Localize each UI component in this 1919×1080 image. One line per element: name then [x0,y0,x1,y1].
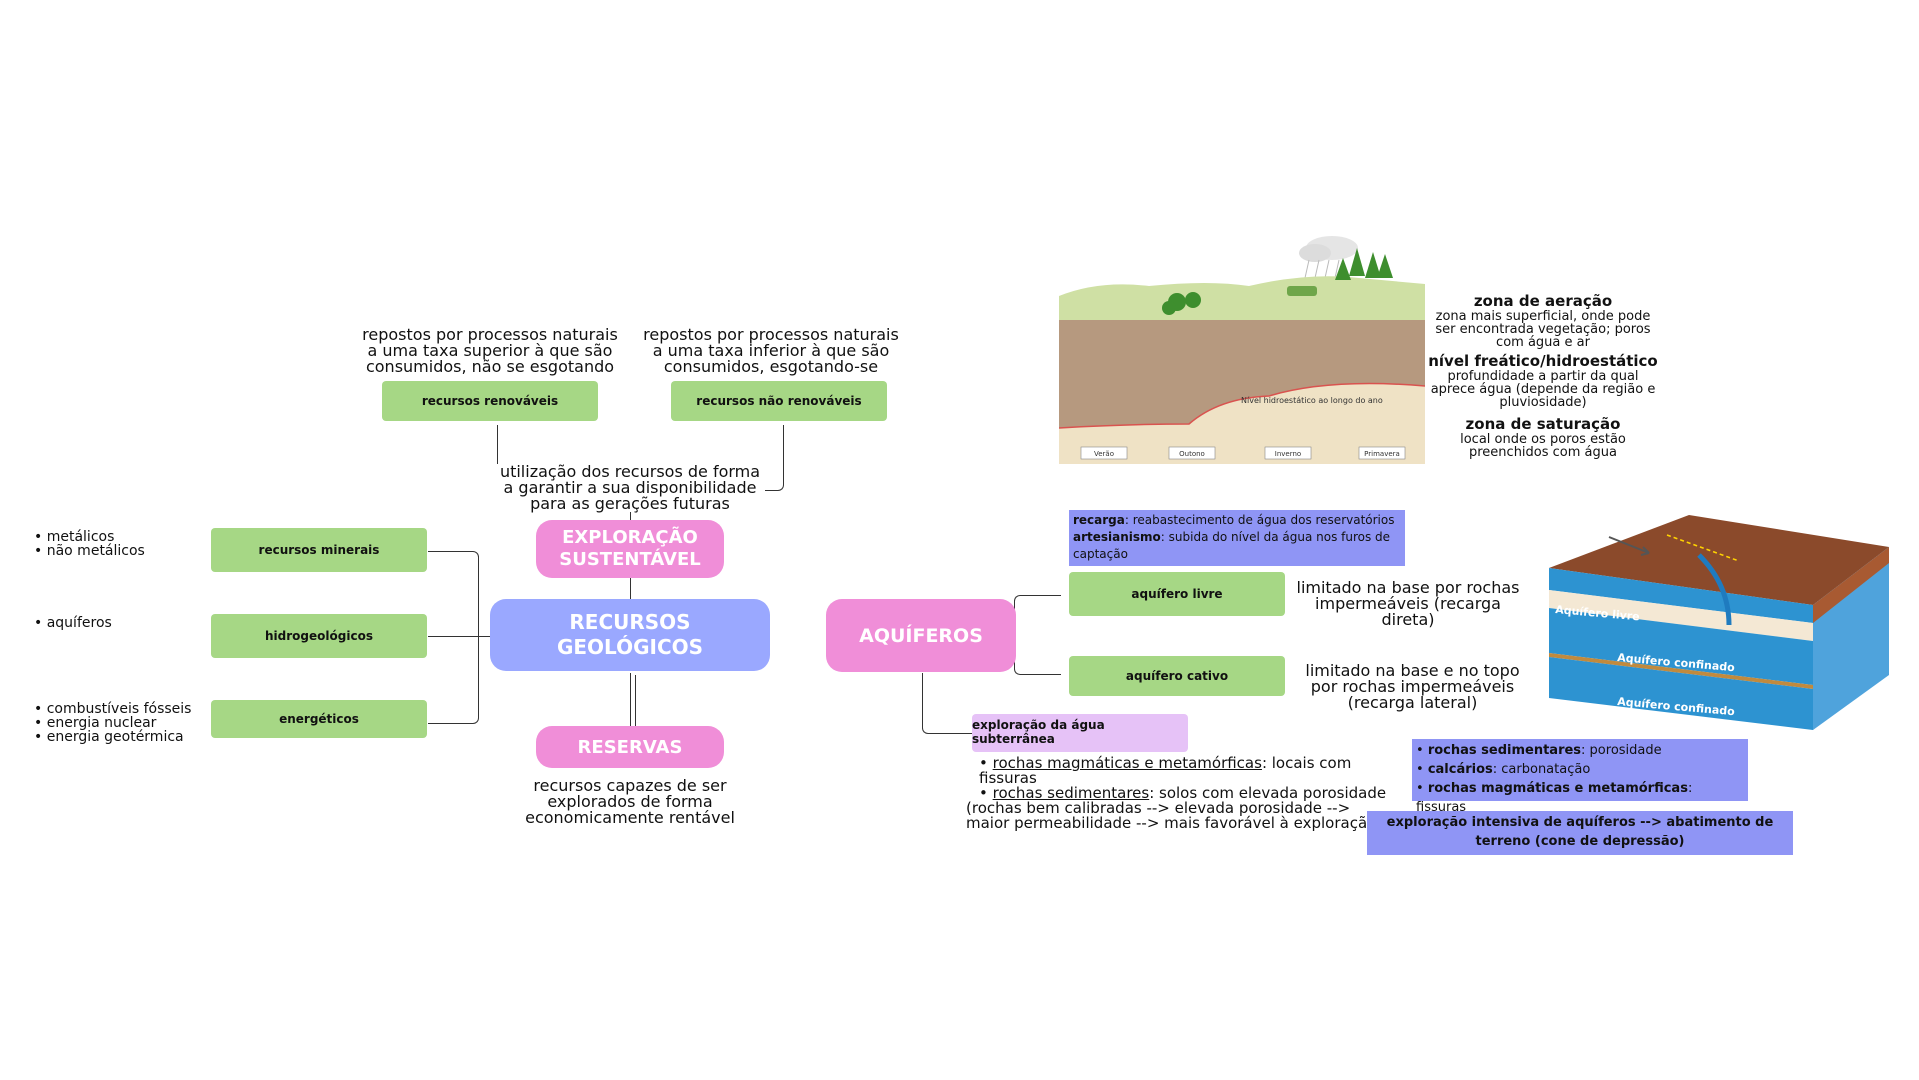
renovaveis-desc: repostos por processos naturais a uma ta… [362,325,618,376]
zona-title: nível freático/hidroestático [1428,352,1658,370]
exploracao-agua-details: • rochas magmáticas e metamórficas: loca… [966,754,1387,832]
hidrogeologicos-box: hidrogeológicos [211,614,427,658]
season-label: Outono [1179,450,1205,458]
zona-title: zona de aeração [1473,292,1613,310]
connector [922,673,973,734]
connector [1014,595,1061,675]
recarga-desc: : reabastecimento de água dos reservatór… [1124,513,1395,527]
porosidade-term: rochas magmáticas e metamórficas [1427,781,1688,796]
connector [635,675,636,763]
aquifero-cativo-box: aquífero cativo [1069,656,1285,696]
connector [428,551,479,724]
season-label: Primavera [1364,450,1400,458]
artesianismo-desc: : subida do nível da água nos furos de c… [1073,530,1391,561]
porosidade-term: calcários [1427,762,1493,777]
connector [428,636,490,637]
aquiferos-pill: AQUÍFEROS [826,599,1016,672]
list-item: energia nuclear [34,716,191,730]
center-pill: RECURSOS GEOLÓGICOS [490,599,770,671]
list-item: metálicos [34,530,145,544]
reservas-desc: recursos capazes de ser explorados de fo… [525,776,735,827]
renovaveis-box: recursos renováveis [382,381,598,421]
porosidade-desc: : porosidade [1581,743,1662,758]
list-item: combustíveis fósseis [34,702,192,716]
artesianismo-term: artesianismo [1073,530,1161,544]
porosidade-term: rochas sedimentares [1427,743,1582,758]
list-item: não metálicos [34,544,145,558]
zona-title: zona de saturação [1465,415,1621,433]
zonas-panel: zona de aeração zona mais superficial, o… [1425,292,1661,459]
exploracao-agua-box: exploração da água subterrânea [972,714,1188,752]
aquifero-livre-box: aquífero livre [1069,572,1285,616]
abatimento-box: exploração intensiva de aquíferos --> ab… [1367,811,1793,855]
water-table-illustration: Nível hidroestático ao longo do ano Verã… [1059,236,1425,464]
cativo-desc: limitado na base e no topo por rochas im… [1305,661,1520,712]
porosidade-box: • rochas sedimentares: porosidade • calc… [1412,739,1748,815]
energeticos-list: combustíveis fósseis energia nuclear ene… [34,702,192,744]
minerais-list: metálicos não metálicos [34,530,145,558]
connector [630,577,631,607]
nivel-label: Nível hidroestático ao longo do ano [1241,396,1383,405]
season-label: Verão [1094,450,1114,458]
zona-desc: profundidade a partir da qual aprece águ… [1430,369,1656,410]
aquifer-block-illustration: Aquífero livre Aquífero confinado Aquífe… [1549,515,1889,730]
exploracao-note: (rochas bem calibradas --> elevada poros… [966,799,1383,832]
season-label: Inverno [1275,450,1301,458]
hidro-list: aquíferos [34,616,112,630]
rain-icon [1304,259,1340,279]
connector [630,673,631,729]
tree-icon [1162,248,1393,315]
list-item: energia geotérmica [34,730,191,744]
zona-desc: zona mais superficial, onde pode ser enc… [1435,309,1651,350]
rochas-magmaticas-desc: : locais com fissuras [979,754,1352,787]
porosidade-desc: : carbonatação [1492,762,1591,777]
recarga-term: recarga [1073,513,1125,527]
energeticos-box: energéticos [211,700,427,738]
nao-renovaveis-box: recursos não renováveis [671,381,887,421]
list-item: aquíferos [34,616,112,630]
livre-desc: limitado na base por rochas impermeáveis… [1296,578,1520,629]
zona-desc: local onde os poros estão preenchidos co… [1460,432,1626,460]
rochas-sedimentares-desc: : solos com elevada porosidade [1149,784,1387,802]
recursos-minerais-box: recursos minerais [211,528,427,572]
nao-renovaveis-desc: repostos por processos naturais a uma ta… [643,325,899,376]
connector [630,504,631,522]
rochas-magmaticas-link: rochas magmáticas e metamórficas [992,754,1262,772]
rochas-sedimentares-link: rochas sedimentares [992,784,1150,802]
exploracao-pill: EXPLORAÇÃO SUSTENTÁVEL [536,520,724,578]
plants-icon [1287,286,1317,296]
reservas-pill: RESERVAS [536,726,724,768]
recarga-box: recarga: reabastecimento de água dos res… [1069,510,1405,566]
arrow-icon [1608,536,1650,556]
exploracao-desc: utilização dos recursos de forma a garan… [495,464,765,512]
